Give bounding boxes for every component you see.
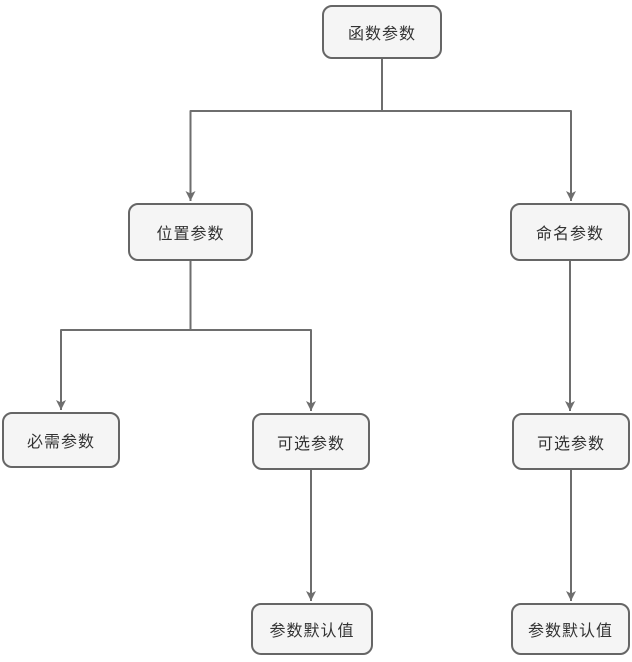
- node-positional-params: 位置参数: [128, 203, 253, 261]
- node-required-params: 必需参数: [2, 412, 120, 468]
- edge-positional-to-required: [56, 261, 192, 410]
- node-param-default-named: 参数默认值: [511, 603, 630, 655]
- edge-positional-to-optional: [190, 329, 316, 411]
- node-function-params: 函数参数: [322, 5, 442, 59]
- node-label: 函数参数: [347, 26, 416, 43]
- node-param-default-positional: 参数默认值: [251, 603, 373, 655]
- node-optional-params-positional: 可选参数: [252, 413, 370, 470]
- node-label: 可选参数: [276, 435, 345, 453]
- edge-function-to-named: [382, 110, 576, 201]
- node-optional-params-named: 可选参数: [512, 413, 630, 470]
- node-label: 参数默认值: [269, 623, 355, 640]
- node-label: 参数默认值: [527, 623, 613, 640]
- node-label: 位置参数: [156, 226, 225, 243]
- node-named-params: 命名参数: [510, 203, 630, 261]
- edge-function-to-positional: [185, 59, 383, 201]
- node-label: 必需参数: [26, 434, 95, 451]
- node-label: 可选参数: [536, 435, 605, 453]
- node-label: 命名参数: [535, 226, 604, 243]
